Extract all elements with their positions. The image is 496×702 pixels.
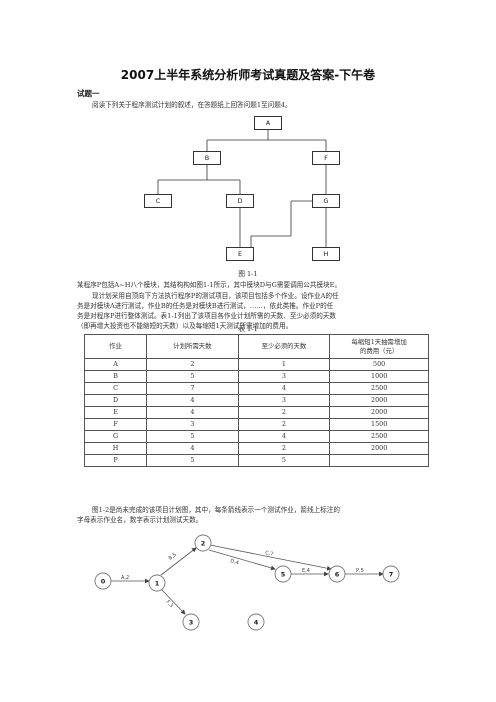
paragraph-2-line-4: （即再增大投资也不能缩短的天数）以及每缩短1天测试所需增加的费用。 (77, 322, 293, 330)
network-node-6 (328, 565, 346, 583)
tree-node-e: E (226, 247, 254, 261)
tree-node-b: B (193, 151, 221, 165)
network-node-4 (247, 613, 265, 631)
network-node-2 (194, 534, 212, 552)
paragraph-2-line-1: 现计划采用自顶向下方法执行程序P的测试项目，该项目包括多个作业。设作业A的任 (92, 292, 339, 300)
network-node-5 (274, 565, 292, 583)
paragraph-2-line-3: 务是对程序P进行整体测试。表1-1列出了该项目各作业计划所需的天数、至少必须的天… (77, 312, 337, 320)
node-label-1: 1 (155, 580, 160, 588)
header-min-days: 至少必须的天数 (237, 334, 331, 359)
cell-cost: 1500 (329, 418, 429, 431)
header-job: 作业 (83, 334, 148, 359)
cell-min: 5 (237, 454, 331, 467)
edge-label-b: B,5 (168, 552, 178, 562)
paragraph-3-line-2: 字母表示作业名，数字表示计划测试天数。 (77, 516, 203, 524)
node-label-7: 7 (389, 571, 394, 579)
paragraph-1: 某程序P包括A~H八个模块，其结构构如图1-1所示，其中模块D与G需要调用公共模… (77, 281, 342, 289)
node-label-0: 0 (101, 578, 106, 586)
tree-node-a: A (254, 116, 282, 130)
node-label-2: 2 (201, 540, 206, 548)
node-label-4: 4 (254, 619, 259, 627)
network-node-1 (148, 574, 166, 592)
network-node-3 (182, 613, 200, 631)
edge-label-p: P,5 (356, 568, 364, 574)
cell-job: P (83, 454, 148, 467)
intro-text: 阅读下列关于程序测试计划的叙述，在答题纸上回答问题1至问题4。 (92, 101, 292, 109)
edge-label-a: A,2 (121, 575, 129, 581)
cell-planned: 5 (146, 454, 239, 467)
edge-d (208, 549, 276, 571)
tree-node-h: H (312, 247, 340, 261)
module-tree-diagram (157, 130, 327, 247)
edge-label-e: E,4 (302, 568, 310, 574)
edge-c (209, 544, 332, 571)
tree-node-f: F (312, 151, 340, 165)
edge-label-f: F,3 (165, 599, 175, 609)
header-cost-line-2: 的费用（元） (359, 346, 399, 355)
tree-connectors (157, 130, 327, 247)
header-cost-line-1: 每缩短1天抽需增加 (351, 337, 407, 346)
tree-node-g: G (312, 194, 340, 208)
table-1-1-caption: 表 1-1 (238, 325, 258, 333)
network-node-7 (382, 565, 400, 583)
header-planned-days: 计划所需天数 (146, 334, 239, 359)
edge-b (160, 547, 197, 576)
edge-f (159, 587, 186, 615)
table-header-row: 作业 计划所需天数 至少必须的天数 每缩短1天抽需增加 的费用（元） (83, 334, 429, 359)
edge-label-d: D,4 (229, 558, 239, 566)
paragraph-3-line-1: 图1-2是尚未完成的该项目计划图，其中，每条箭线表示一个测试作业，箭线上标注的 (92, 506, 340, 514)
page-title: 2007上半年系统分析师考试真题及答案-下午卷 (120, 68, 376, 82)
edge-label-c: C,7 (265, 550, 274, 557)
paragraph-2-line-2: 务是对模块A进行测试，作业B的任务是对模块B进行测试，……，依此类推。作业P的任 (77, 302, 334, 310)
node-label-6: 6 (335, 571, 340, 579)
node-label-3: 3 (189, 619, 194, 627)
cell-cost (329, 454, 429, 467)
tree-node-d: D (226, 194, 254, 208)
network-node-0 (94, 572, 112, 590)
tree-node-c: C (144, 194, 172, 208)
section-label: 试题一 (77, 89, 100, 98)
figure-1-1-caption: 图 1-1 (238, 270, 258, 278)
node-label-5: 5 (281, 571, 286, 579)
